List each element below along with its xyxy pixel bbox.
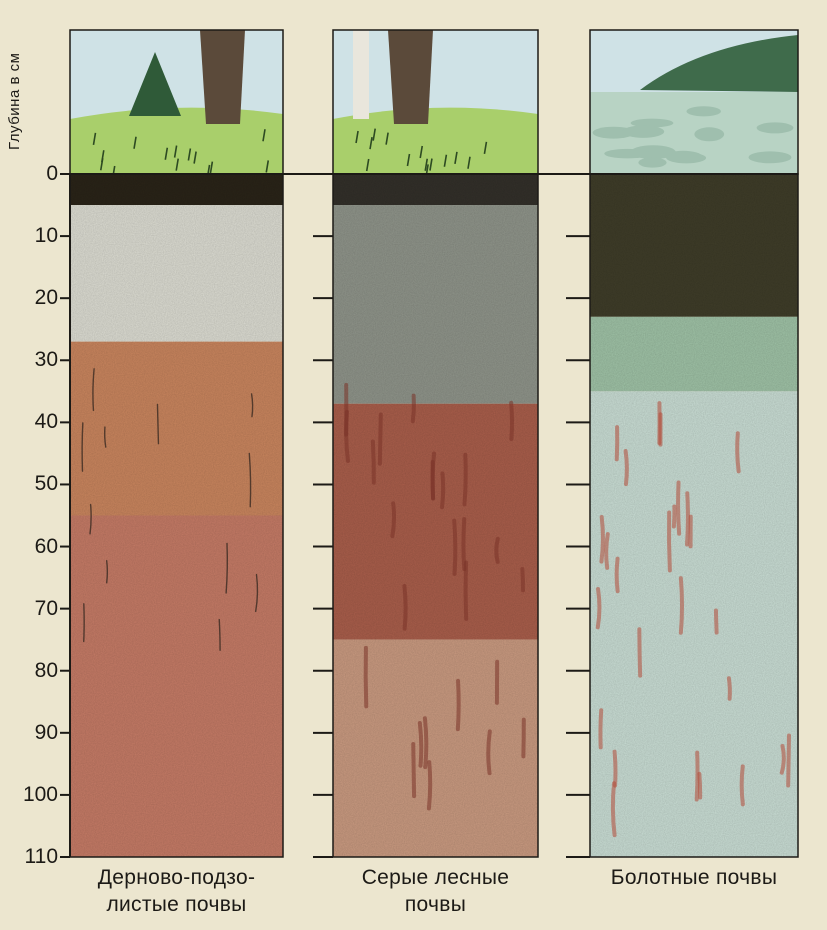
soil-profile-1 <box>70 174 283 857</box>
depth-tick-label: 100 <box>2 784 58 806</box>
soil-streak <box>617 559 618 591</box>
soil-streak <box>380 415 381 464</box>
soil-streak <box>107 561 108 583</box>
profile-caption-2: Серые лесныепочвы <box>318 864 553 918</box>
depth-tick-label: 70 <box>2 598 58 620</box>
soil-streak <box>522 569 523 590</box>
soil-streak <box>82 423 83 471</box>
soil-streak <box>373 441 374 482</box>
depth-tick-label: 110 <box>2 846 58 868</box>
soil-streak <box>678 483 679 534</box>
soil-streak <box>600 710 601 747</box>
soil-streak <box>674 506 675 526</box>
soil-streak <box>737 433 738 471</box>
bog-hummock <box>686 106 720 116</box>
soil-streak <box>496 539 497 562</box>
bog-hummock <box>749 151 792 163</box>
bog-hummock <box>638 158 666 168</box>
soil-profile-2 <box>333 174 538 857</box>
soil-streak <box>626 451 627 484</box>
soil-streak <box>716 611 717 633</box>
soil-texture <box>590 174 798 857</box>
depth-tick-label: 90 <box>2 722 58 744</box>
depth-tick-label: 0 <box>2 163 58 185</box>
tree-trunk <box>200 30 245 124</box>
soil-streak <box>488 731 490 773</box>
depth-tick-label: 40 <box>2 411 58 433</box>
soil-streak <box>613 783 615 835</box>
profile-caption-1: Дерново-подзо-листые почвы <box>55 864 298 918</box>
soil-streak <box>606 534 608 568</box>
soil-texture <box>333 174 538 857</box>
soil-streak <box>429 762 430 808</box>
bog-hummock <box>757 122 794 133</box>
soil-streak <box>782 746 784 773</box>
soil-streak <box>669 513 670 571</box>
tree-trunk <box>388 30 433 124</box>
soil-streak <box>442 473 443 507</box>
bog-hummock <box>604 149 650 159</box>
profile-caption-3: Болотные почвы <box>575 864 813 891</box>
soil-streak <box>464 455 465 505</box>
soil-streak <box>463 519 464 569</box>
soil-streak <box>681 578 682 633</box>
caption-line: Болотные почвы <box>575 864 813 891</box>
soil-streak <box>392 503 394 536</box>
caption-line: листые почвы <box>55 891 298 918</box>
soil-streak <box>413 744 414 796</box>
soil-streak <box>433 454 434 499</box>
soil-streak <box>458 681 459 729</box>
soil-streak <box>219 620 220 651</box>
birch-trunk <box>353 30 369 119</box>
soil-streak <box>511 403 512 439</box>
soil-streak <box>601 517 603 562</box>
soil-streak <box>425 718 426 767</box>
soil-texture <box>70 174 283 857</box>
depth-tick-label: 80 <box>2 660 58 682</box>
soil-streak <box>157 405 158 444</box>
soil-streak <box>420 723 421 766</box>
soil-streak <box>687 493 688 544</box>
caption-line: почвы <box>318 891 553 918</box>
soil-streak <box>615 752 616 786</box>
surface-scene-2 <box>333 30 538 176</box>
bog-hummock <box>694 127 724 141</box>
soil-profile-3 <box>590 174 798 857</box>
surface-scene-3 <box>590 30 798 174</box>
caption-line: Серые лесные <box>318 864 553 891</box>
soil-streak <box>366 648 367 706</box>
bog-hummock <box>622 125 664 137</box>
depth-tick-label: 50 <box>2 473 58 495</box>
soil-streak <box>788 735 789 785</box>
soil-streak <box>742 766 743 804</box>
depth-tick-label: 60 <box>2 536 58 558</box>
soil-streak <box>598 589 600 627</box>
bog-hummock <box>666 153 706 164</box>
soil-streak <box>697 753 698 800</box>
soil-streak <box>346 412 348 461</box>
soil-streak <box>404 586 405 629</box>
soil-streak <box>729 678 730 699</box>
caption-line: Дерново-подзо- <box>55 864 298 891</box>
depth-tick-label: 30 <box>2 349 58 371</box>
soil-streak <box>699 774 700 798</box>
surface-scene-1 <box>70 30 283 178</box>
soil-streak <box>413 396 414 422</box>
soil-streak <box>454 521 455 574</box>
depth-tick-label: 20 <box>2 287 58 309</box>
depth-tick-label: 10 <box>2 225 58 247</box>
soil-streak <box>466 563 467 619</box>
soil-streak <box>639 629 640 675</box>
